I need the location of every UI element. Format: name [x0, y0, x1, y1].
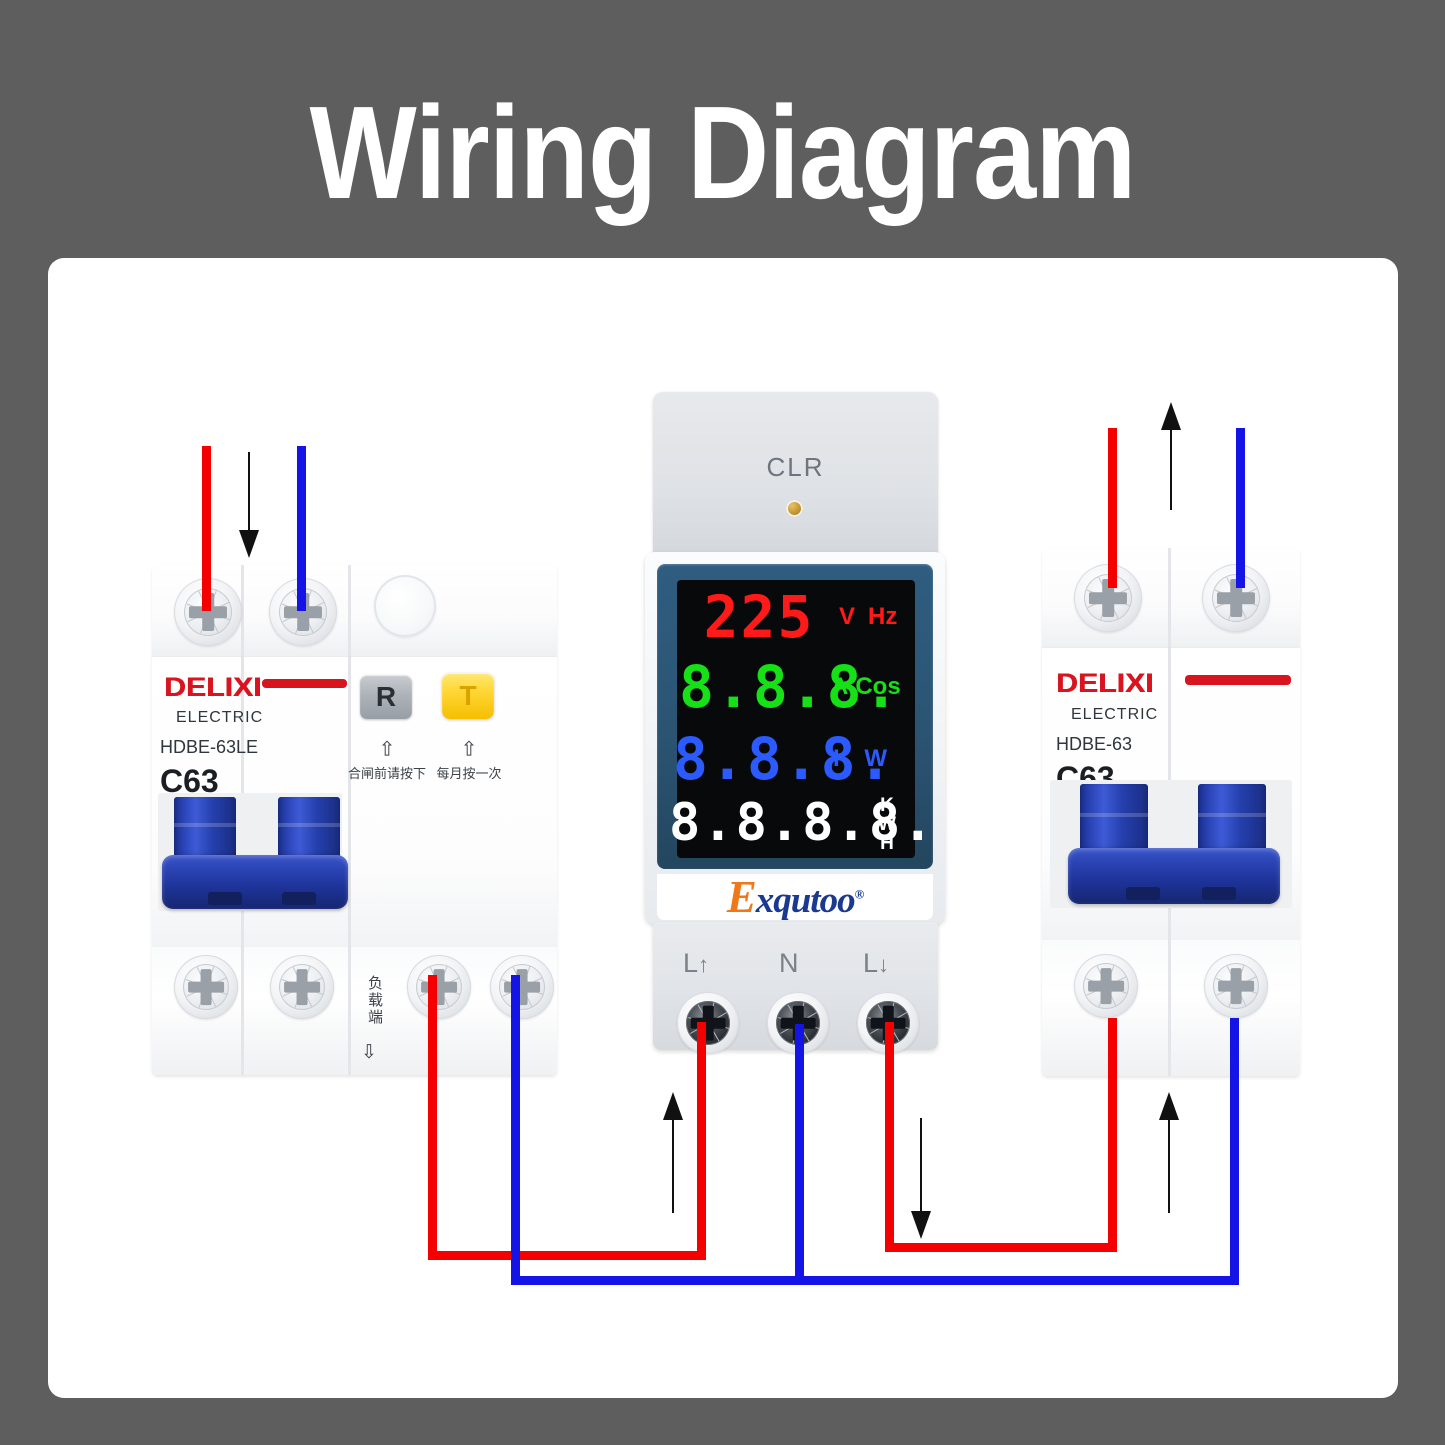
wire-neutral-bus-horz	[511, 1276, 1239, 1285]
clr-label: CLR	[766, 452, 825, 482]
terminal-L-out-arrow-icon: ↓	[878, 952, 890, 977]
left-breaker-lever-tab-1[interactable]	[174, 797, 236, 859]
display-row-power: 8.8.8. K W	[673, 725, 915, 793]
wire-load-live-out	[1108, 428, 1117, 588]
left-breaker-load-screw-L[interactable]	[174, 955, 238, 1019]
wire-rcbo-out-live-vert	[428, 975, 437, 1260]
wire-meter-live-in-vert	[697, 1022, 706, 1260]
brand-registered-mark: ®	[854, 886, 865, 902]
left-breaker-load-screw-out-N[interactable]	[490, 955, 554, 1019]
left-breaker-reset-button[interactable]: R	[360, 675, 412, 719]
display-unit-hertz: Hz	[868, 603, 898, 630]
clr-indicator-led[interactable]	[786, 500, 803, 517]
wire-supply-neutral-in	[297, 446, 306, 611]
display-value-current: 8.8.8.	[679, 653, 901, 721]
right-breaker-brand: DELIXI	[1056, 668, 1154, 698]
display-unit-kilo: K	[833, 745, 851, 772]
display-value-power: 8.8.8.	[673, 725, 895, 793]
left-breaker-model: HDBE-63LE	[160, 737, 259, 757]
kwh-h: H	[880, 833, 894, 854]
wire-rcbo-out-live-horz	[428, 1251, 706, 1260]
display-row-current: 8.8.8. A Cos	[677, 653, 915, 721]
display-row-voltage: 225 V Hz	[677, 583, 915, 651]
right-breaker-lever-tab-2[interactable]	[1198, 784, 1266, 852]
left-breaker-sub-brand: ELECTRIC	[176, 709, 264, 726]
wire-meter-neutral-vert	[795, 1024, 804, 1280]
wire-supply-live-in	[202, 446, 211, 611]
display-unit-volt: V	[839, 603, 856, 630]
wire-right-breaker-live-vert	[1108, 1018, 1117, 1248]
terminal-L-out-letter: L	[863, 948, 879, 978]
left-breaker-red-bar	[262, 679, 347, 688]
display-row-energy: 8.8.8.8.	[669, 792, 933, 854]
arrow-supply-direction	[239, 452, 259, 558]
terminal-L-in-letter: L	[683, 948, 699, 978]
left-breaker-terminal-screw-L[interactable]	[174, 578, 242, 646]
left-breaker-load-screw-N[interactable]	[270, 955, 334, 1019]
kwh-w: W	[878, 814, 896, 835]
meter-lcd-screen: 225 V Hz 8.8.8. A Cos 8.8.8. K W	[669, 580, 933, 858]
arrow-right-breaker-feed	[1159, 1092, 1179, 1213]
wire-meter-live-out-horz	[885, 1243, 1117, 1252]
left-breaker-lever-tab-2[interactable]	[278, 797, 340, 859]
left-breaker-load-screw-out-L[interactable]	[407, 955, 471, 1019]
left-breaker-test-button[interactable]: T	[442, 673, 494, 719]
meter-brand-bar: Exqutoo®	[657, 871, 933, 923]
wire-rcbo-out-neutral-vert	[511, 975, 520, 1280]
display-value-energy: 8.8.8.8.	[669, 793, 936, 853]
meter-terminal-label-L-in: L↑	[683, 948, 709, 979]
left-breaker-brand: DELIXI	[164, 672, 262, 702]
right-breaker-device: DELIXI ELECTRIC HDBE-63 C63 400V~ 6000A …	[1042, 548, 1300, 1076]
right-breaker-lever-handle[interactable]	[1068, 848, 1280, 904]
energy-meter-device: CLR 225 V Hz 8.8.8. A Cos	[645, 392, 945, 1072]
right-breaker-red-bar	[1185, 675, 1291, 685]
arrow-meter-live-out	[911, 1118, 931, 1239]
arrow-load-direction	[1161, 402, 1181, 510]
wire-load-neutral-out	[1236, 428, 1245, 588]
pole-divider	[348, 565, 351, 657]
kwh-k: K	[880, 795, 894, 816]
display-unit-ampere: A	[831, 673, 849, 700]
terminal-N-letter: N	[779, 948, 799, 978]
arrow-meter-live-in	[663, 1092, 683, 1213]
right-breaker-lever-tab-1[interactable]	[1080, 784, 1148, 852]
left-breaker-terminal-screw-N[interactable]	[269, 578, 337, 646]
left-breaker-reset-hint: 合闸前请按下	[347, 766, 426, 781]
test-hint-arrow-icon: ⇩	[460, 736, 478, 758]
right-breaker-load-screw-L[interactable]	[1074, 954, 1138, 1018]
right-breaker-load-screw-N[interactable]	[1204, 954, 1268, 1018]
display-unit-cos: Cos	[855, 673, 901, 700]
left-breaker-test-hint: 每月按一次	[436, 766, 502, 781]
terminal-L-in-arrow-icon: ↑	[698, 952, 710, 977]
pole-divider	[1168, 940, 1171, 1076]
left-breaker-load-side-label: 负载端	[366, 975, 383, 1026]
left-breaker-reset-ring[interactable]	[374, 575, 436, 637]
display-value-voltage: 225	[703, 583, 815, 651]
brand-rest: xqutoo	[755, 880, 856, 921]
right-breaker-sub-brand: ELECTRIC	[1071, 706, 1159, 723]
wire-meter-live-out-vert	[885, 1022, 894, 1252]
display-unit-kwh: K W H	[873, 796, 901, 853]
meter-terminal-label-L-out: L↓	[863, 948, 889, 979]
meter-terminal-screw-L-in[interactable]	[677, 992, 739, 1054]
left-breaker-device: DELIXI ELECTRIC HDBE-63LE C63 230V~ 6000…	[152, 565, 557, 1075]
reset-hint-arrow-icon: ⇩	[378, 736, 396, 758]
meter-brand-logo: Exqutoo®	[726, 871, 865, 923]
load-side-arrow-icon: ⇩	[361, 1042, 377, 1063]
page-title: Wiring Diagram	[309, 79, 1137, 226]
right-breaker-model: HDBE-63	[1056, 734, 1133, 754]
pole-divider	[241, 947, 244, 1075]
pole-divider	[241, 565, 244, 657]
pole-divider	[348, 947, 351, 1075]
display-unit-watt: W	[864, 745, 887, 772]
wire-right-breaker-neutral-vert	[1230, 1018, 1239, 1280]
pole-divider	[1168, 548, 1171, 648]
meter-terminal-label-N: N	[779, 948, 799, 979]
brand-letter-e: E	[726, 872, 757, 922]
right-breaker-terminal-screw-N[interactable]	[1202, 564, 1270, 632]
left-breaker-lever-handle[interactable]	[162, 855, 348, 909]
pole-divider	[348, 657, 351, 947]
right-breaker-bottom-housing	[1042, 940, 1300, 1076]
meter-top-housing: CLR	[653, 392, 938, 562]
